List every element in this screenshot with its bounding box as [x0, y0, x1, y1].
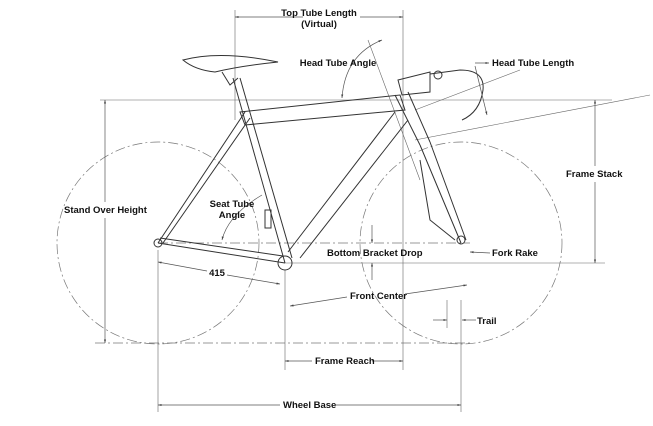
bottom-bracket-drop-label: Bottom Bracket Drop: [327, 248, 423, 259]
frame-reach-label: Frame Reach: [315, 356, 375, 367]
head-tube-angle-label: Head Tube Angle: [300, 58, 377, 69]
fork-rake-label: Fork Rake: [492, 248, 538, 259]
bike-frame: [153, 55, 484, 271]
seat-tube-angle-label-line2: Angle: [219, 210, 245, 221]
dimension-arrows: [103, 15, 597, 407]
seat-tube-angle-label-line1: Seat Tube: [210, 199, 255, 210]
trail-label: Trail: [477, 316, 497, 327]
top-tube-length-label: Top Tube Length: [281, 8, 357, 19]
frame-stack-label: Frame Stack: [566, 169, 623, 180]
reference-lines: [95, 10, 651, 412]
front-center-label: Front Center: [350, 291, 407, 302]
chainstay-length-value: 415: [209, 268, 226, 279]
wheel-base-label: Wheel Base: [283, 400, 336, 411]
stand-over-height-label: Stand Over Height: [64, 205, 148, 216]
top-tube-virtual-label: (Virtual): [301, 19, 337, 30]
head-tube-length-label: Head Tube Length: [492, 58, 574, 69]
